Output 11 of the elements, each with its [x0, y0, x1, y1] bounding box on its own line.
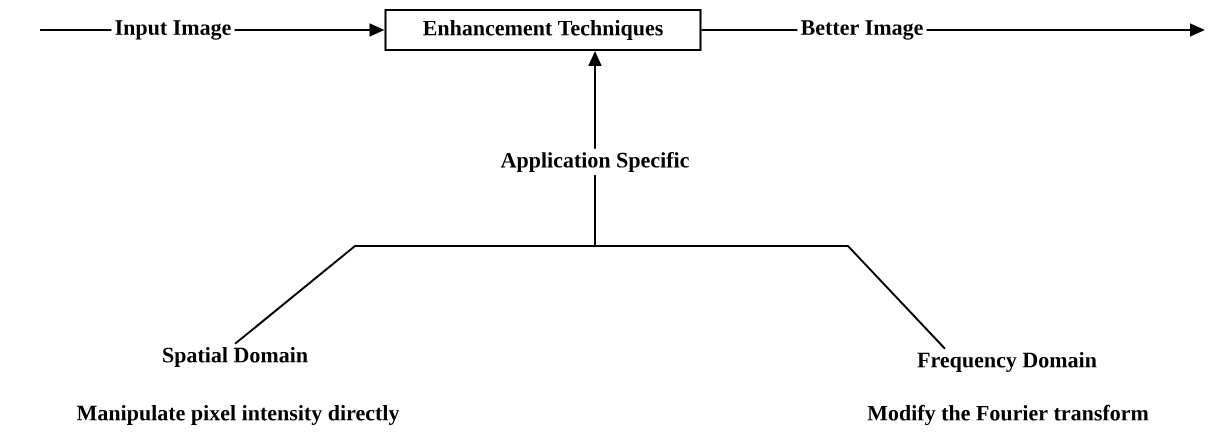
connector-line: [594, 174, 946, 350]
description-text: Modify the Fourier transform: [867, 404, 1149, 426]
bare-text: Spatial Domain Manipulate pixel intensity directly: [76, 347, 400, 425]
description-text: Manipulate pixel intensity directly: [76, 405, 400, 425]
bare-text: Frequency Domain Modify the Fourier transform: [867, 352, 1149, 426]
bare-text: Application Specific: [500, 151, 689, 173]
process-box: Enhancement Techniques: [384, 9, 702, 51]
bare-text: Input Image: [115, 20, 231, 40]
connector-line: [39, 29, 113, 31]
bare-text: Better Image: [801, 20, 923, 40]
connector-line: [700, 29, 799, 31]
